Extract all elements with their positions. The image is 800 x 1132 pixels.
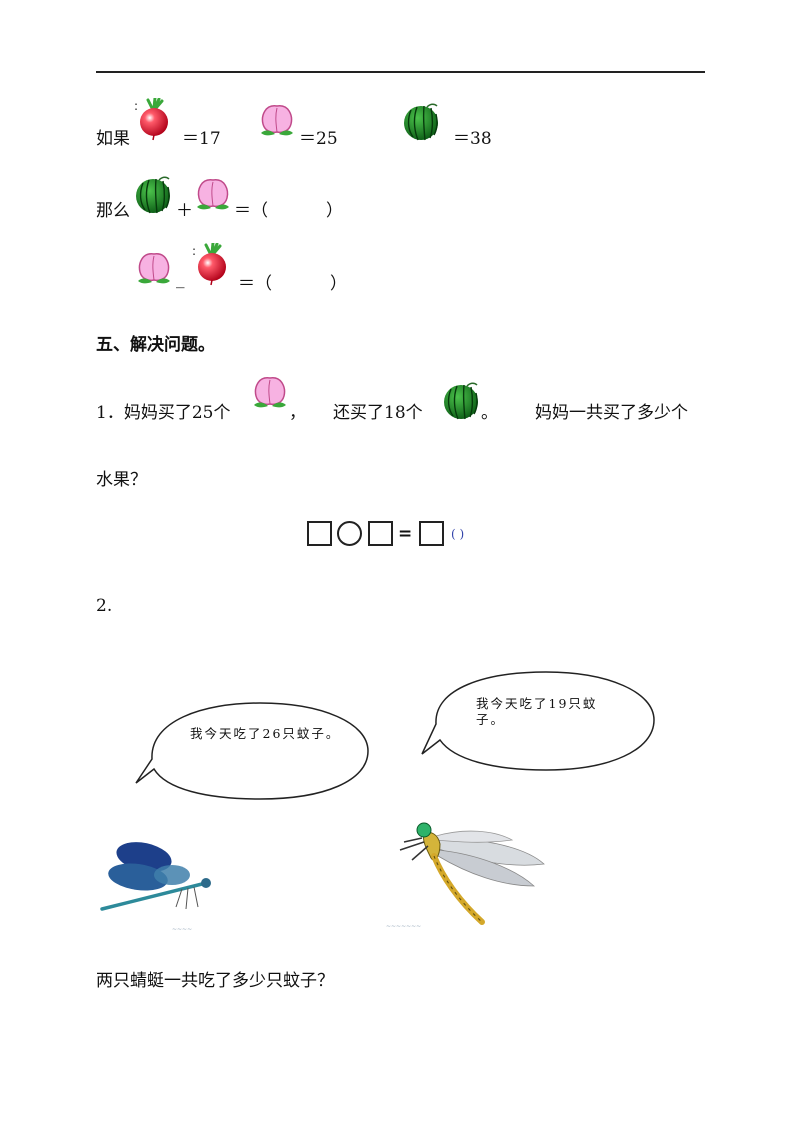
peach-icon [134,250,174,286]
then-label: 那么 [96,201,130,221]
answer-box[interactable] [307,521,332,546]
peach-icon [257,102,297,138]
peach-icon [250,374,290,410]
bubble-left-text: 我今天吃了26只蚊子。 [190,726,341,741]
watermelon-icon [133,175,173,215]
q1-text-part2: 还买了18个 [333,403,423,423]
answer-box[interactable] [368,521,393,546]
equals-sign: = [398,524,413,544]
radish-value: ＝17 [182,129,221,149]
operator-circle[interactable] [337,521,362,546]
equals-open: ＝（ [234,201,268,221]
if-label: 如果 [96,129,130,149]
section-heading: 五、解决问题。 [96,335,215,355]
answer-box[interactable] [419,521,444,546]
q1-period: 。 [481,403,498,423]
peach-icon [193,176,233,212]
header-rule [96,71,705,73]
speech-bubble-right [421,671,655,771]
svg-text:~~~~: ~~~~ [172,926,192,933]
peach-value: ＝25 [299,129,338,149]
close-paren: ） [330,274,347,294]
watermelon-icon [401,102,441,142]
bubble-right-text: 我今天吃了19只蚊子。 [476,696,598,727]
q1-text-part3: 妈妈一共买了多少个 [535,403,688,423]
dragonfly-blue-icon: ~~~~ [100,842,211,933]
q1-text-part4: 水果？ [96,470,147,490]
radish-icon [192,243,232,287]
radish-icon [134,98,174,142]
svg-text:~~~~~~~: ~~~~~~~ [386,923,421,930]
watermelon-icon [441,381,481,421]
minus-sign: _ [176,269,185,289]
plus-sign: ＋ [176,201,193,221]
dragonfly-yellow-icon: ~~~~~~~ [386,822,545,930]
unit-paren: ( ) [451,527,465,541]
equals-open: ＝（ [238,274,272,294]
q1-comma: ， [289,403,306,423]
q2-number: 2. [96,596,113,616]
watermelon-value: ＝38 [453,129,492,149]
speech-bubble-left [135,702,369,800]
q2-question: 两只蜻蜓一共吃了多少只蚊子？ [96,971,334,991]
q1-text-part1: 1．妈妈买了25个 [96,403,231,423]
close-paren: ） [326,201,343,221]
